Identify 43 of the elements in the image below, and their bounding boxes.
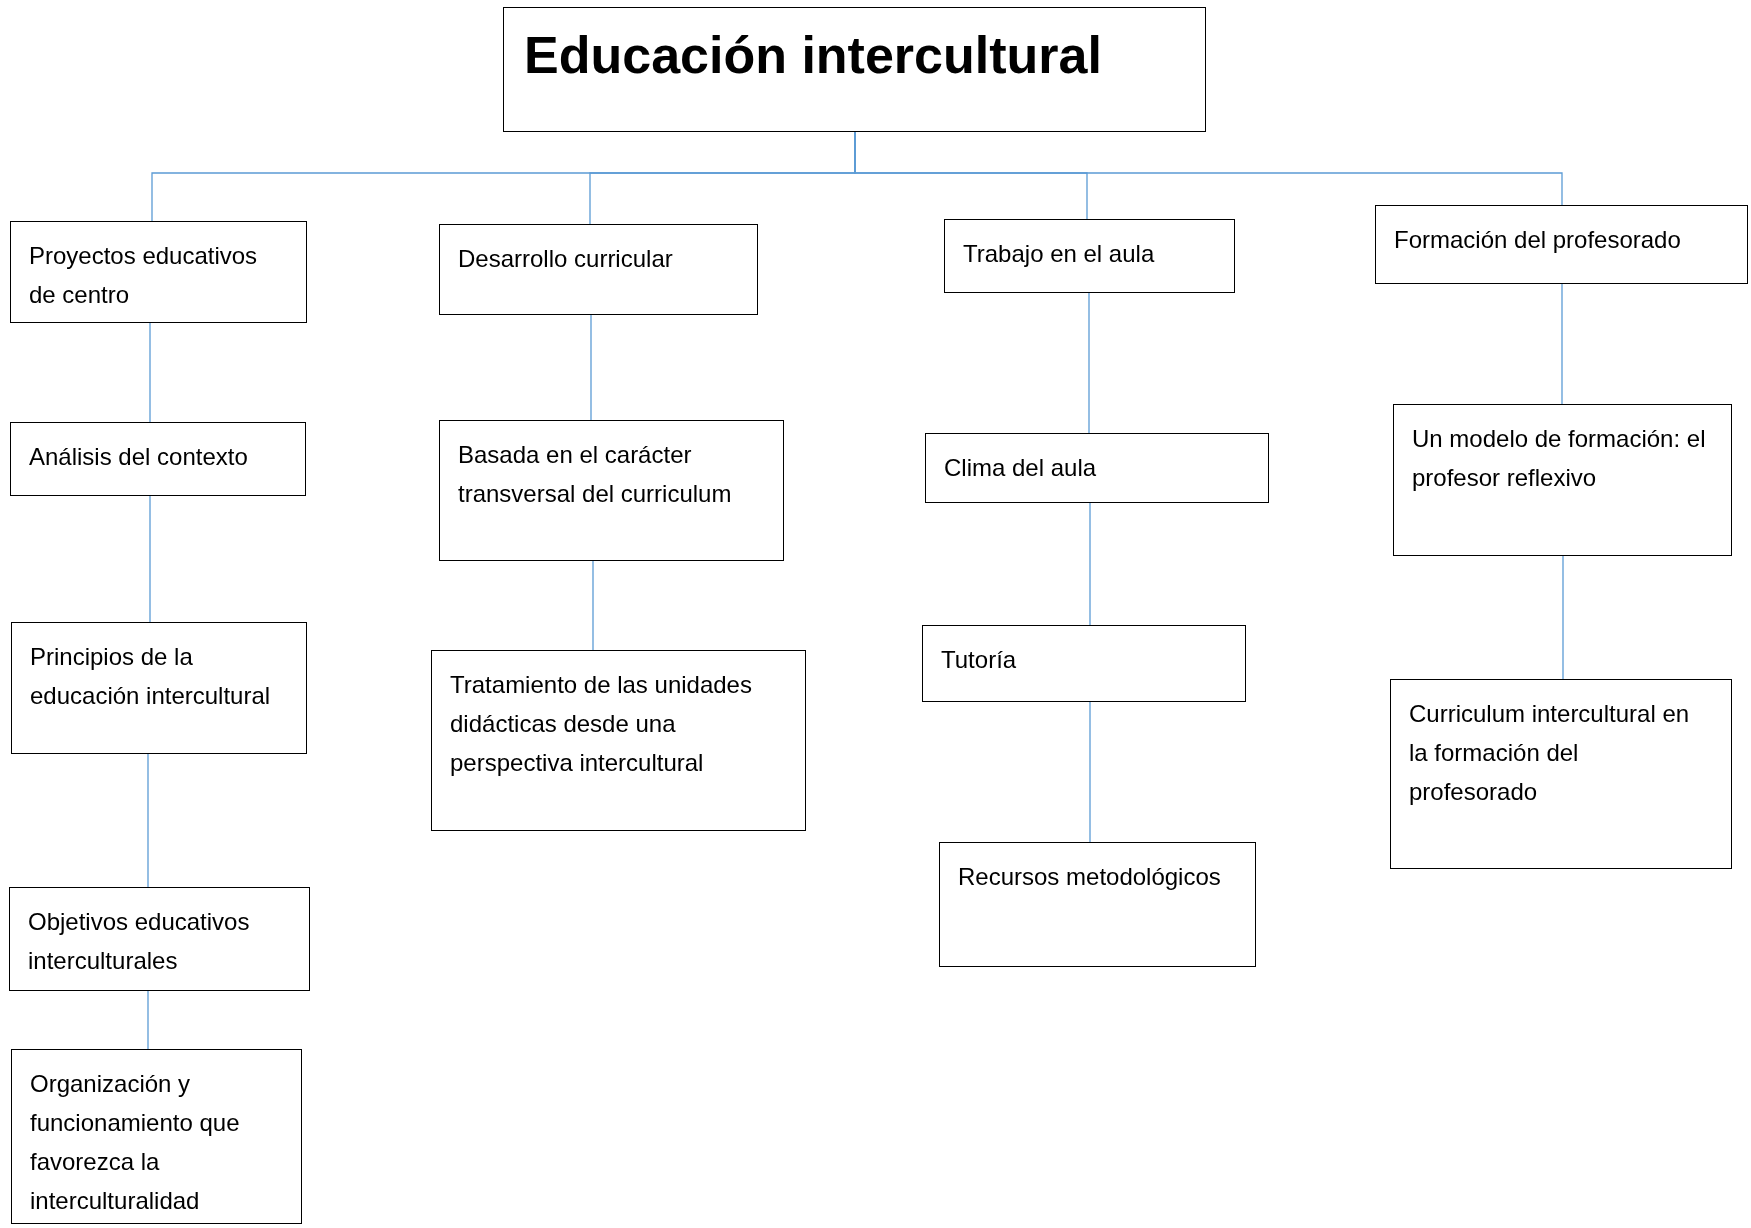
concept-text: Trabajo en el aula xyxy=(963,239,1156,269)
concept-text: Basada en el carácter transversal del curriculum xyxy=(458,440,733,509)
connector-line xyxy=(149,322,151,423)
concept-box xyxy=(944,219,1235,293)
connector-line xyxy=(1562,555,1564,680)
title-box xyxy=(503,7,1206,132)
connector-line xyxy=(592,560,594,651)
concept-text: Proyectos educativos de centro xyxy=(29,241,259,310)
concept-box xyxy=(10,221,307,323)
concept-text: Recursos metodológicos xyxy=(958,862,1222,892)
concept-box xyxy=(439,224,758,315)
concept-box xyxy=(925,433,1269,503)
concept-box xyxy=(439,420,784,561)
concept-box xyxy=(1375,205,1748,284)
concept-box xyxy=(11,1049,302,1224)
concept-text: Tratamiento de las unidades didácticas desde una perspectiva intercultural xyxy=(450,670,753,778)
connector-line xyxy=(1089,502,1091,626)
concept-text: Objetivos educativos interculturales xyxy=(28,907,251,976)
concept-text: Curriculum intercultural en la formación del profesorado xyxy=(1409,699,1691,807)
concept-box xyxy=(10,422,306,496)
concept-box xyxy=(9,887,310,991)
concept-box xyxy=(11,622,307,754)
concept-text: Tutoría xyxy=(941,645,1018,675)
connector-line xyxy=(1088,292,1090,434)
concept-box xyxy=(431,650,806,831)
connector-line xyxy=(1089,701,1091,843)
concept-box xyxy=(1390,679,1732,869)
concept-text: Organización y funcionamiento que favorezca la interculturalidad xyxy=(30,1069,241,1216)
connector-line xyxy=(147,990,149,1050)
concept-text: Un modelo de formación: el profesor reflexivo xyxy=(1412,424,1707,493)
concept-text: Análisis del contexto xyxy=(29,442,249,472)
concept-text: Clima del aula xyxy=(944,453,1098,483)
concept-text: Principios de la educación intercultural xyxy=(30,642,272,711)
connector-line xyxy=(1561,283,1563,405)
concept-box xyxy=(922,625,1246,702)
title-text: Educación intercultural xyxy=(524,25,1103,86)
concept-box xyxy=(939,842,1256,967)
connector-line xyxy=(149,495,151,623)
connector-line xyxy=(147,753,149,888)
concept-box xyxy=(1393,404,1732,556)
concept-text: Desarrollo curricular xyxy=(458,244,674,274)
concept-text: Formación del profesorado xyxy=(1394,225,1682,255)
connector-line xyxy=(590,314,592,421)
